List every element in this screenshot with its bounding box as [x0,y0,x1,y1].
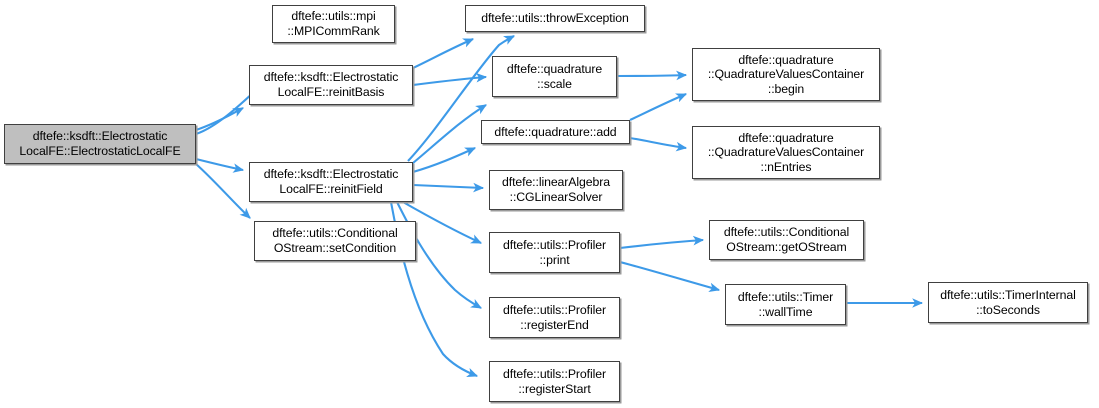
node-label-walltime: dftefe::utils::Timer ::wallTime [737,289,834,319]
node-label-add: dftefe::quadrature::add [494,124,617,139]
edge-reinitfield-to-add [412,147,476,174]
node-scale[interactable]: dftefe::quadrature ::scale [492,56,617,97]
edge-profilerprint-to-walltime [619,260,721,292]
node-profilerregisterend[interactable]: dftefe::utils::Profiler ::registerEnd [489,297,620,338]
node-label-toseconds: dftefe::utils::TimerInternal ::toSeconds [940,287,1076,317]
node-label-profilerprint: dftefe::utils::Profiler ::print [503,237,606,267]
node-label-qvcbegin: dftefe::quadrature ::QuadratureValuesCon… [707,52,865,96]
node-reinitfield[interactable]: dftefe::ksdft::Electrostatic LocalFE::re… [249,162,413,202]
node-label-mpicommrank: dftefe::utils::mpi ::MPICommRank [287,9,380,38]
node-label-root: dftefe::ksdft::Electrostatic LocalFE::El… [19,129,181,158]
node-setcondition[interactable]: dftefe::utils::Conditional OStream::setC… [254,221,416,261]
edge-reinitbasis-to-throwexception [412,38,475,69]
node-label-scale: dftefe::quadrature ::scale [506,61,603,91]
node-label-getostream: dftefe::utils::Conditional OStream::getO… [723,225,850,254]
node-root[interactable]: dftefe::ksdft::Electrostatic LocalFE::El… [4,124,196,164]
node-label-cglinearsolver: dftefe::linearAlgebra ::CGLinearSolver [502,175,610,204]
edge-scale-to-qvcbegin [616,70,688,81]
node-label-qvcnentries: dftefe::quadrature ::QuadratureValuesCon… [707,130,865,174]
edge-add-to-qvcbegin [629,93,688,121]
edge-add-to-qvcnentries [629,136,688,152]
node-profilerprint[interactable]: dftefe::utils::Profiler ::print [489,232,620,273]
node-add[interactable]: dftefe::quadrature::add [481,120,630,144]
node-throwexception[interactable]: dftefe::utils::throwException [465,5,645,32]
edge-root-to-reinitbasis [195,107,244,131]
node-cglinearsolver[interactable]: dftefe::linearAlgebra ::CGLinearSolver [489,170,623,210]
node-mpicommrank[interactable]: dftefe::utils::mpi ::MPICommRank [272,5,395,43]
node-label-reinitfield: dftefe::ksdft::Electrostatic LocalFE::re… [263,167,399,196]
node-label-setcondition: dftefe::utils::Conditional OStream::setC… [272,226,398,255]
node-label-reinitbasis: dftefe::ksdft::Electrostatic LocalFE::re… [263,70,399,99]
edge-root-to-setcondition [195,163,251,219]
node-walltime[interactable]: dftefe::utils::Timer ::wallTime [725,284,846,325]
node-qvcbegin[interactable]: dftefe::quadrature ::QuadratureValuesCon… [692,48,880,101]
node-reinitbasis[interactable]: dftefe::ksdft::Electrostatic LocalFE::re… [249,65,413,105]
edge-reinitfield-to-cglinearsolver [412,182,485,193]
edge-root-to-reinitfield [195,157,245,173]
edge-reinitfield-to-scale [412,104,487,164]
node-toseconds[interactable]: dftefe::utils::TimerInternal ::toSeconds [928,282,1088,323]
edge-profilerprint-to-getostream [619,235,705,250]
edge-reinitbasis-to-scale [412,72,488,87]
node-label-throwexception: dftefe::utils::throwException [481,11,629,26]
node-label-profilerregisterend: dftefe::utils::Profiler ::registerEnd [503,302,606,332]
node-profilerregisterstart[interactable]: dftefe::utils::Profiler ::registerStart [489,361,620,402]
node-getostream[interactable]: dftefe::utils::Conditional OStream::getO… [709,220,864,260]
node-label-profilerregisterstart: dftefe::utils::Profiler ::registerStart [503,366,606,396]
node-qvcnentries[interactable]: dftefe::quadrature ::QuadratureValuesCon… [692,126,880,179]
